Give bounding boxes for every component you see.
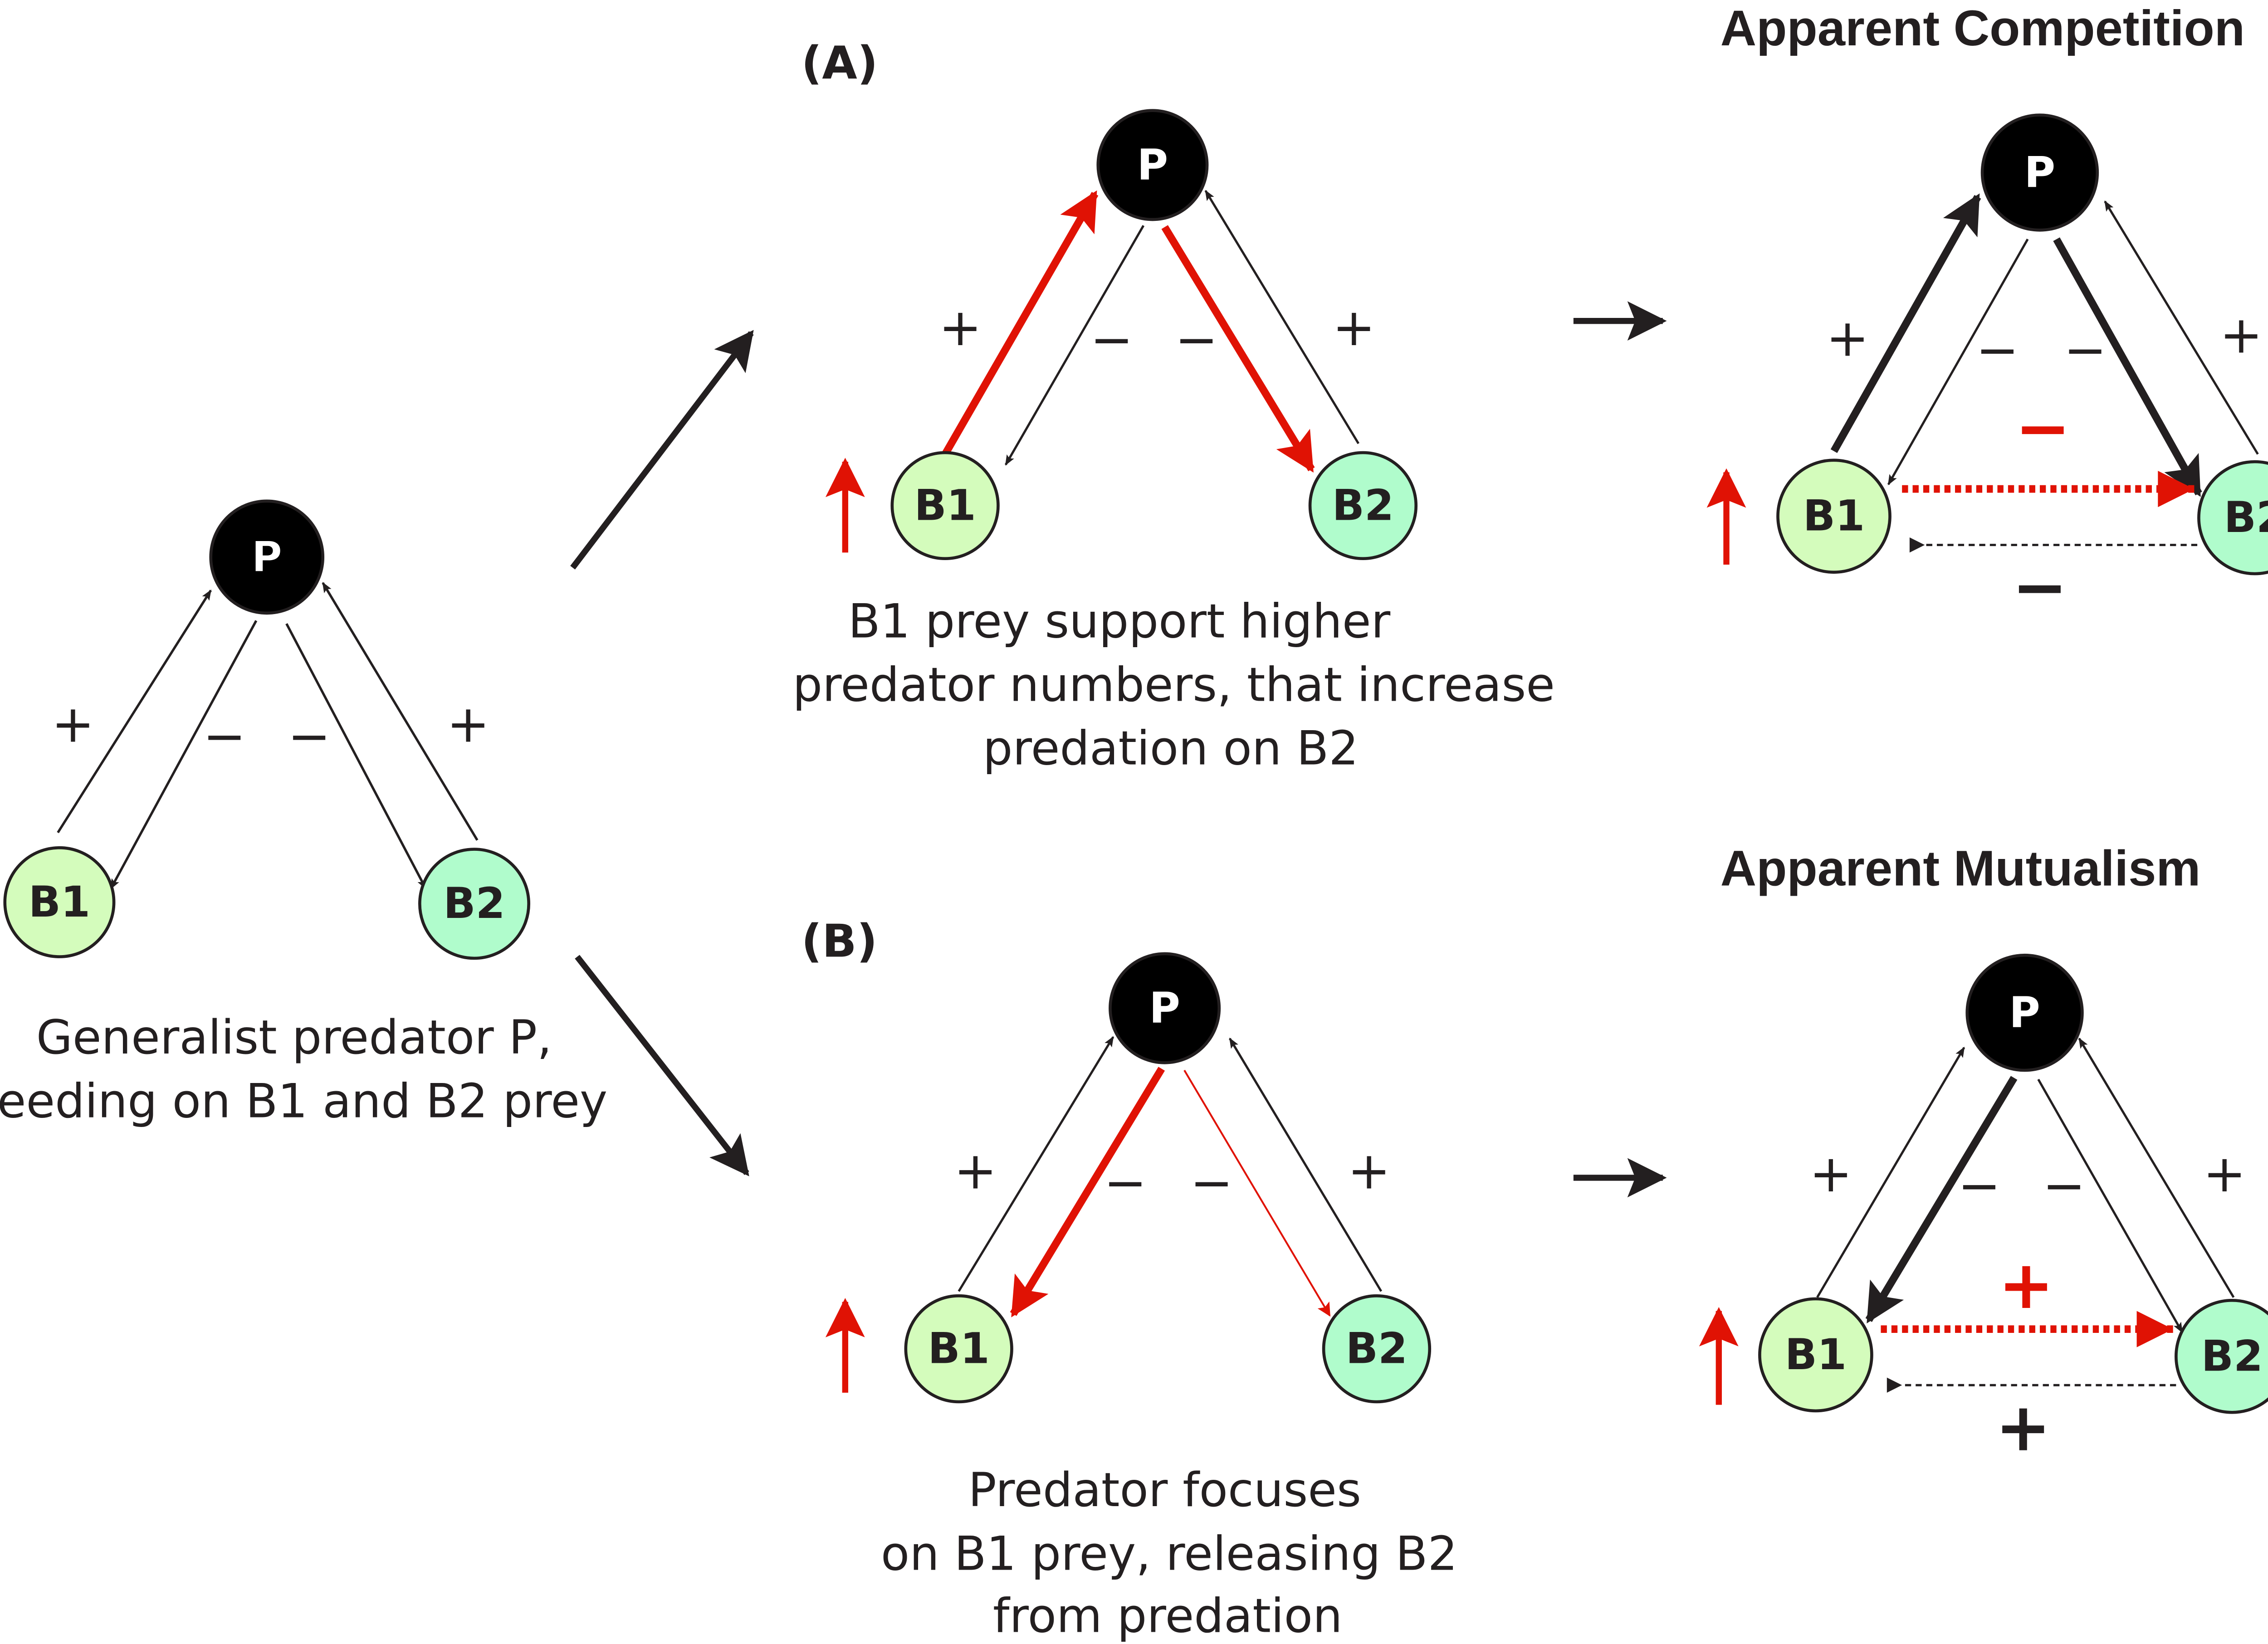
sign-b2-to-p: + xyxy=(1332,298,1375,357)
edge-p-to-b1 xyxy=(1004,225,1145,466)
node-prey-b2: B2 xyxy=(418,848,531,960)
arrow-base-to-b xyxy=(575,955,749,1176)
edge-p-to-b2 xyxy=(1183,1069,1331,1317)
sign-b2-to-p: + xyxy=(447,694,490,754)
edge-b1-to-p xyxy=(57,589,212,834)
sign-p-to-b1: − xyxy=(1104,1153,1147,1213)
svg-text:P: P xyxy=(251,532,283,582)
svg-text:B2: B2 xyxy=(2201,1332,2263,1381)
sign-b2-to-p: + xyxy=(2203,1144,2246,1204)
sign-p-to-b1: − xyxy=(1976,320,2019,380)
edge-b1-to-p xyxy=(942,190,1099,456)
panel-competition: Apparent Competition + − − + P B1 B2 − − xyxy=(1706,0,2268,626)
title-competition: Apparent Competition xyxy=(1721,0,2245,56)
svg-text:P: P xyxy=(1137,140,1168,190)
edge-b2-to-p xyxy=(2078,1037,2235,1298)
caption-b-line2: on B1 prey, releasing B2 xyxy=(881,1527,1457,1581)
node-prey-b1: B1 xyxy=(3,846,116,958)
svg-text:B1: B1 xyxy=(1785,1330,1847,1380)
sign-b1-to-p: + xyxy=(1826,308,1869,368)
svg-text:B2: B2 xyxy=(1346,1324,1408,1374)
svg-text:B1: B1 xyxy=(29,878,90,927)
node-prey-b2: B2 xyxy=(2175,1298,2268,1414)
panel-base: + − − + P B1 B2 Generalist predator P, f… xyxy=(0,499,607,1128)
edge-b2-to-p xyxy=(322,582,479,841)
edge-b1-to-p xyxy=(1816,1046,1965,1298)
title-mutualism: Apparent Mutualism xyxy=(1721,841,2201,897)
node-predator: P xyxy=(1980,113,2099,232)
sign-p-to-b2: − xyxy=(2043,1156,2086,1216)
sign-indirect-b1-to-b2: + xyxy=(1998,1246,2054,1324)
sign-p-to-b2: − xyxy=(288,706,331,766)
svg-text:P: P xyxy=(1149,984,1180,1033)
edge-p-to-b2 xyxy=(2053,237,2202,497)
caption-b-line3: from predation xyxy=(993,1589,1343,1643)
edge-p-to-b1 xyxy=(110,620,258,890)
node-prey-b1: B1 xyxy=(890,451,1000,561)
node-predator: P xyxy=(209,499,325,615)
sign-p-to-b2: − xyxy=(1190,1153,1233,1213)
panel-label-b: (B) xyxy=(802,915,878,968)
caption-base-line1: Generalist predator P, xyxy=(36,1010,552,1065)
edge-p-to-b2 xyxy=(1161,225,1315,473)
sign-indirect-b2-to-b1: + xyxy=(1995,1389,2051,1466)
svg-text:B2: B2 xyxy=(1332,481,1394,530)
sign-p-to-b1: − xyxy=(1090,310,1133,370)
sign-b1-to-p: + xyxy=(938,298,982,357)
node-prey-b2: B2 xyxy=(1322,1294,1432,1404)
edge-b2-to-p xyxy=(1228,1037,1383,1292)
edge-p-to-b2 xyxy=(285,623,427,890)
sign-b1-to-p: + xyxy=(954,1141,997,1200)
edge-p-to-b2 xyxy=(2037,1078,2183,1333)
sign-b1-to-p: + xyxy=(51,694,94,754)
caption-base-line2: feeding on B1 and B2 prey xyxy=(0,1074,607,1128)
sign-indirect-b1-to-b2: − xyxy=(2015,390,2071,467)
svg-text:P: P xyxy=(2024,148,2056,197)
edge-b1-to-p xyxy=(958,1036,1114,1292)
arrow-base-to-a xyxy=(570,330,754,570)
node-prey-b1: B1 xyxy=(904,1294,1013,1404)
caption-a-line3: predation on B2 xyxy=(983,722,1359,776)
edge-b2-to-p xyxy=(1204,190,1360,444)
svg-text:B1: B1 xyxy=(914,481,976,530)
node-prey-b1: B1 xyxy=(1776,459,1892,574)
svg-text:B1: B1 xyxy=(1803,492,1865,541)
panel-b: (B) + − − + P B1 B2 Predator focuses on … xyxy=(802,915,1458,1644)
svg-text:B2: B2 xyxy=(443,879,505,928)
panel-label-a: (A) xyxy=(802,37,878,90)
sign-p-to-b2: − xyxy=(1175,310,1218,370)
caption-a-line1: B1 prey support higher xyxy=(848,594,1391,649)
node-prey-b2: B2 xyxy=(2197,460,2268,576)
edge-p-to-b1 xyxy=(1865,1076,2018,1324)
sign-p-to-b1: − xyxy=(203,706,246,766)
node-predator: P xyxy=(1096,109,1209,221)
sign-indirect-b2-to-b1: − xyxy=(2012,548,2068,626)
sign-b1-to-p: + xyxy=(1809,1144,1853,1204)
edge-p-to-b1 xyxy=(1010,1067,1165,1317)
sign-p-to-b2: − xyxy=(2064,320,2107,380)
caption-b-line1: Predator focuses xyxy=(968,1463,1361,1517)
svg-text:B2: B2 xyxy=(2224,493,2268,542)
edge-b2-to-p xyxy=(2104,200,2259,455)
node-predator: P xyxy=(1965,953,2084,1072)
panel-mutualism: Apparent Mutualism + − − + P B1 B2 + + xyxy=(1699,841,2268,1466)
edge-b1-to-p xyxy=(1830,193,1981,453)
edge-p-to-b1 xyxy=(1887,239,2029,486)
svg-text:P: P xyxy=(2009,988,2040,1038)
sign-b2-to-p: + xyxy=(1348,1141,1391,1200)
node-prey-b1: B1 xyxy=(1758,1297,1873,1413)
node-prey-b2: B2 xyxy=(1308,451,1418,561)
sign-b2-to-p: + xyxy=(2219,305,2263,365)
caption-a-line2: predator numbers, that increase xyxy=(792,658,1555,712)
sign-p-to-b1: − xyxy=(1958,1156,2001,1216)
panel-a: (A) + − − + P B1 B2 B1 prey support high… xyxy=(792,37,1555,776)
node-predator: P xyxy=(1109,952,1221,1064)
svg-text:B1: B1 xyxy=(928,1324,990,1374)
